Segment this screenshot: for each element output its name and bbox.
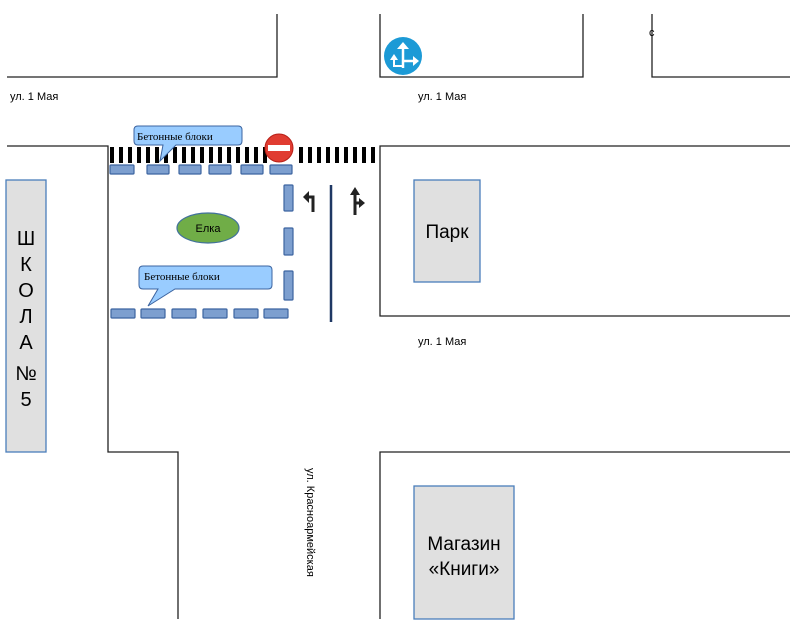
park-building (413, 179, 481, 283)
callout-top-text: Бетонные блоки (137, 131, 213, 143)
school-label: Ш К О Л А № 5 (15, 228, 36, 411)
concrete-block (171, 308, 197, 319)
street-label-vertical: ул. Красноармейская (304, 468, 316, 577)
school-building (5, 179, 47, 453)
tree-ellipse (176, 212, 240, 244)
concrete-blocks (109, 164, 294, 319)
street-label-top-right: ул. 1 Мая (418, 91, 466, 103)
callout-bottom-text: Бетонные блоки (144, 271, 220, 283)
stray-char: с (649, 27, 655, 39)
concrete-block (208, 164, 232, 175)
school-letter: К (20, 254, 32, 276)
concrete-block (109, 164, 135, 175)
concrete-block (263, 308, 289, 319)
curb-top-right (651, 14, 790, 78)
concrete-block (283, 270, 294, 301)
curb-left (7, 145, 179, 619)
concrete-block (146, 164, 170, 175)
tree-label: Елка (196, 223, 222, 235)
concrete-block (283, 184, 294, 212)
street-label-top-left: ул. 1 Мая (10, 91, 58, 103)
school-letter: № (15, 363, 36, 385)
callout-top: Бетонные блоки (133, 125, 243, 163)
concrete-block (178, 164, 202, 175)
curb-bottom-right (379, 451, 790, 619)
road-edges (7, 14, 790, 619)
curb-park-block (379, 145, 790, 317)
park-label: Парк (425, 222, 469, 243)
school-letter: Л (19, 306, 32, 328)
school-letter: А (19, 332, 33, 354)
crosswalk (110, 147, 375, 163)
direction-sign-icon (384, 37, 422, 75)
school-letter: О (18, 280, 34, 302)
shop-label-line2: «Книги» (429, 559, 500, 580)
concrete-block (110, 308, 136, 319)
school-letter: Ш (17, 228, 35, 250)
no-entry-sign-icon (264, 133, 294, 163)
concrete-block (240, 164, 264, 175)
shop-label-line1: Магазин (427, 534, 500, 555)
concrete-block (202, 308, 228, 319)
concrete-block (233, 308, 259, 319)
concrete-block (283, 227, 294, 256)
street-label-middle: ул. 1 Мая (418, 336, 466, 348)
shop-building (413, 485, 515, 620)
concrete-block (140, 308, 166, 319)
school-letter: 5 (20, 389, 31, 411)
callout-bottom: Бетонные блоки (138, 265, 273, 307)
curb-top-left (7, 14, 278, 78)
concrete-block (269, 164, 293, 175)
straight-right-arrow-icon (350, 187, 365, 215)
curb-top-middle (379, 14, 584, 78)
left-turn-arrow-icon (303, 191, 315, 212)
